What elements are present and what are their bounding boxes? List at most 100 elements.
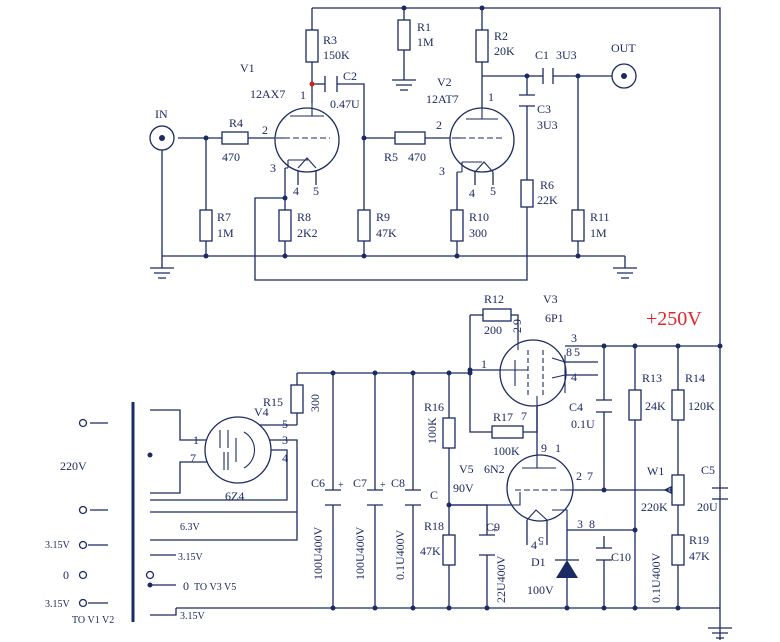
- c2-plates: [324, 76, 338, 92]
- heater-63-label: 6.3V: [180, 522, 201, 533]
- r5-body: [394, 131, 426, 145]
- r17-value: 100K: [493, 444, 520, 458]
- pin-number: 5: [490, 184, 496, 198]
- r16-body: [442, 417, 456, 449]
- c9-name: C9: [486, 520, 500, 534]
- pin-number: 1: [300, 88, 306, 102]
- to-v1v2-label: TO V1 V2: [72, 615, 114, 626]
- v1-label: V1: [240, 61, 255, 75]
- r2-value: 20K: [494, 44, 515, 58]
- c1-name: C1: [535, 48, 549, 62]
- c4-name: C4: [569, 400, 583, 414]
- in-label: IN: [155, 107, 168, 121]
- c6-plates: [325, 489, 341, 506]
- c2-name: C2: [343, 69, 357, 83]
- r9-body: [357, 209, 371, 242]
- d1-voltage-label: 100V: [527, 583, 554, 597]
- c3-value: 3U3: [537, 118, 558, 132]
- r4-name: R4: [229, 116, 243, 130]
- c7-value: 100U400V: [353, 526, 367, 580]
- v3-label: V3: [543, 292, 558, 306]
- r19-value: 47K: [689, 549, 710, 563]
- v4-tube-icon: [204, 416, 272, 484]
- r3-value: 150K: [323, 48, 350, 62]
- c5-plates: [712, 487, 728, 500]
- hv-label: +250V: [646, 308, 702, 330]
- ground-icon: [392, 79, 416, 91]
- c5-name: C5: [701, 463, 715, 477]
- d1-label: D1: [531, 555, 546, 569]
- v3-type-label: 6P1: [545, 311, 564, 325]
- pin-number: 9: [510, 319, 524, 325]
- c1-plates: [542, 68, 554, 84]
- r7-value: 1M: [217, 226, 234, 240]
- w1-wiper: [663, 485, 672, 495]
- r12-name: R12: [484, 292, 504, 306]
- r17-body: [491, 425, 524, 439]
- tap-315b-label: 3.15V: [45, 599, 71, 610]
- r13-value: 24K: [645, 399, 666, 413]
- r18-body: [442, 534, 456, 566]
- pin-number: 3: [577, 517, 583, 531]
- pin-number: 2: [262, 123, 268, 137]
- pin-number: 5: [313, 184, 319, 198]
- r10-value: 300: [469, 226, 487, 240]
- c6-value: 100U400V: [311, 526, 325, 580]
- pin-number: 9: [541, 441, 547, 455]
- r4-value: 470: [222, 150, 240, 164]
- text-labels: IN OUT V1 12AX7 V2 12AT7 V3 6P1 V4 6Z4 V…: [45, 41, 702, 626]
- r8-value: 2K2: [297, 226, 318, 240]
- r18-name: R18: [424, 519, 444, 533]
- out-label: OUT: [611, 41, 636, 55]
- w1-value: 220K: [641, 500, 668, 514]
- v5-voltage-label: 90V: [453, 481, 474, 495]
- r16-name: R16: [424, 400, 444, 414]
- pin-number: 5: [538, 534, 544, 548]
- svg-text:+: +: [338, 480, 344, 491]
- r3-name: R3: [323, 33, 337, 47]
- c9-value: 22U400V: [494, 555, 508, 603]
- in-jack-icon: [149, 125, 175, 151]
- r19-name: R19: [689, 533, 709, 547]
- c10-plates: [596, 547, 612, 561]
- tap-0a-label: 0: [63, 568, 69, 582]
- v2-label: V2: [437, 75, 452, 89]
- r15-name: R15: [263, 395, 283, 409]
- r12-value: 200: [484, 323, 502, 337]
- transformer-icon: [90, 402, 135, 622]
- zener-diode-icon: [555, 559, 579, 578]
- r2-body: [475, 29, 489, 63]
- r14-body: [671, 389, 685, 421]
- w1-name: W1: [647, 464, 664, 478]
- v1-tube-icon: [274, 103, 340, 173]
- r18-value: 47K: [420, 544, 441, 558]
- pin-number: 1: [193, 433, 199, 447]
- r5-name: R5: [384, 150, 398, 164]
- ground-icon: [708, 627, 732, 639]
- pin-number: 3: [270, 161, 276, 175]
- pin-number: 4: [282, 451, 288, 465]
- pin-number: 8: [589, 517, 595, 531]
- r4-body: [221, 131, 249, 145]
- pin-number: 4: [571, 370, 577, 384]
- tap-315a-label: 3.15V: [45, 540, 71, 551]
- pin-number: 2: [436, 118, 442, 132]
- r15-body: [290, 384, 304, 414]
- pin-number: 7: [587, 469, 593, 483]
- v5-label: V5: [459, 462, 474, 476]
- tap-0b-label: 0: [183, 579, 189, 593]
- r6-name: R6: [540, 178, 554, 192]
- c1-value: 3U3: [556, 48, 577, 62]
- r9-name: R9: [376, 210, 390, 224]
- pin-number: 1: [481, 357, 487, 371]
- r3-body: [305, 29, 319, 63]
- pin-number: 4: [293, 184, 299, 198]
- r11-value: 1M: [590, 226, 607, 240]
- pin-number: 7: [521, 409, 527, 423]
- r14-name: R14: [685, 371, 705, 385]
- pin-number: 2: [510, 327, 524, 333]
- pin-number: 3: [571, 331, 577, 345]
- tap-315d-label: 3.15V: [180, 611, 206, 622]
- c4-value: 0.1U: [571, 417, 595, 431]
- terminal-icon: [78, 570, 88, 580]
